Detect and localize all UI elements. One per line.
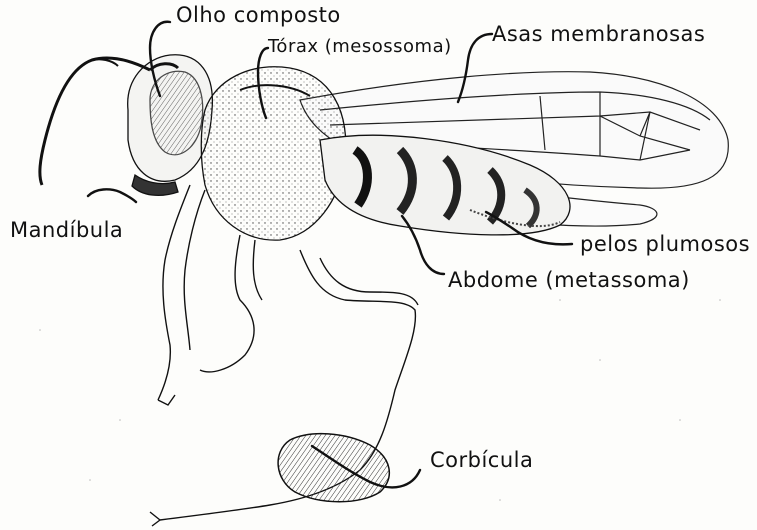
compound-eye-shape <box>150 71 203 155</box>
pointer-mandible <box>88 189 136 202</box>
label-compound-eye: Olho composto <box>176 3 341 27</box>
label-plumose-hairs: pelos plumosos <box>580 232 750 256</box>
head <box>40 55 213 196</box>
label-thorax: Tórax (mesossoma) <box>268 36 452 57</box>
label-mandible: Mandíbula <box>10 218 123 242</box>
corbicula-shape <box>278 434 389 502</box>
label-corbicula: Corbícula <box>430 448 533 472</box>
label-abdomen: Abdome (metassoma) <box>448 268 690 292</box>
label-membranous-wings: Asas membranosas <box>492 22 705 46</box>
